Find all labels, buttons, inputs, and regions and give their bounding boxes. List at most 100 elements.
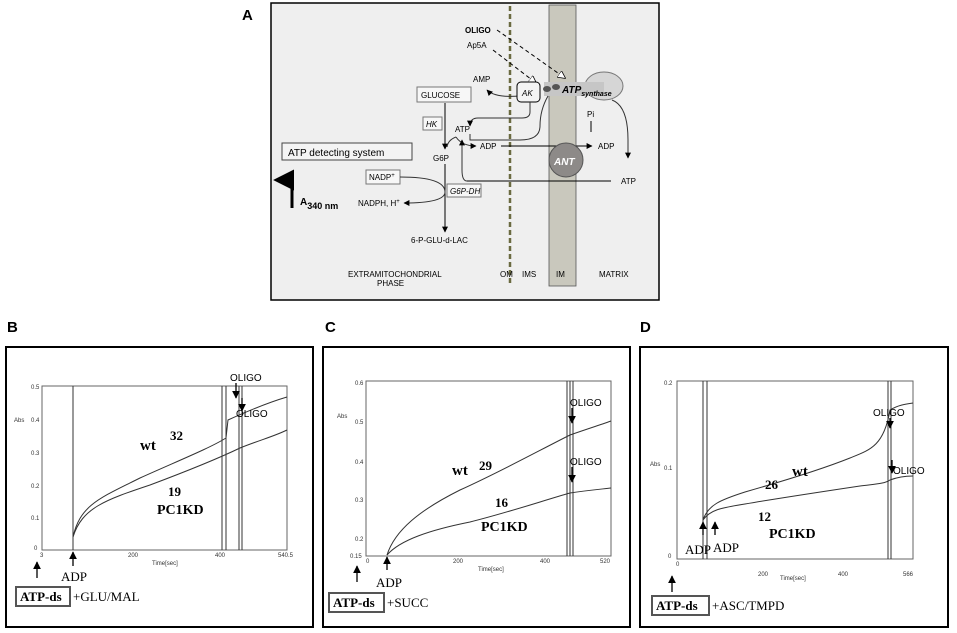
panel-c-xticks: 0 200 400 520 [366, 559, 611, 565]
panel-c-kd-label: PC1KD [481, 520, 528, 535]
panel-b-xtick-2: 400 [215, 553, 226, 559]
panel-d-xlabel: Time[sec] [780, 576, 806, 582]
panel-b-yticks: 0.5 0.4 0.3 0.2 0.1 0 [31, 385, 40, 552]
pi-label: Pi [587, 110, 594, 119]
panel-b-adp-label: ADP [61, 569, 87, 584]
panel-b-oligo-1: OLIGO [230, 373, 262, 384]
im-label: IM [556, 270, 565, 279]
product-label: 6-P-GLU-d-LAC [411, 236, 468, 245]
atp-export-arrow [459, 139, 468, 182]
matrix-label: MATRIX [599, 270, 629, 279]
panel-c-xtick-1: 200 [453, 559, 464, 565]
ak-atp-path [467, 102, 531, 127]
amp-arrow [486, 89, 521, 97]
panel-b-wt-label: wt [140, 438, 156, 454]
panel-d-adp-2-label: ADP [713, 540, 739, 555]
glucose-box [416, 86, 472, 103]
panel-c-substrate: +SUCC [387, 595, 428, 610]
panel-d-frame [639, 346, 949, 628]
panel-b-kd-curve [72, 429, 288, 538]
panel-c-ytick-0: 0.6 [355, 381, 364, 387]
atp-left-curve [446, 136, 457, 148]
panel-c-plot-area [365, 380, 612, 557]
panel-c-wt-rate: 29 [479, 458, 493, 473]
atp-detecting-box [281, 142, 413, 161]
g6pdh-box [446, 183, 482, 198]
panel-d-xticks: 0 200 400 566 [676, 562, 914, 578]
panel-d-wt-curve [702, 402, 914, 521]
panel-c-oligo-2: OLIGO [570, 457, 602, 468]
nadp-reduction-arrow [399, 176, 446, 206]
ant-circle [548, 142, 584, 178]
panel-b-wt-rate: 32 [170, 428, 183, 443]
hk-label: HK [426, 120, 438, 129]
panel-d-kd-rate: 12 [758, 509, 771, 524]
amp-label: AMP [473, 75, 490, 84]
panel-d-kd-label: PC1KD [769, 527, 816, 542]
adp-right-label: ADP [598, 142, 614, 151]
panel-d-ylabel: Abs [650, 462, 660, 468]
oligo-label: OLIGO [465, 26, 491, 35]
panel-c-atpds-label: ATP-ds [333, 595, 375, 610]
panel-d-atpds-box [651, 595, 710, 616]
panel-c-ytick-2: 0.4 [355, 460, 364, 466]
panel-b-ytick-3: 0.2 [31, 484, 40, 490]
panel-d-xtick-2: 400 [838, 572, 849, 578]
panel-d-ytick-2: 0 [668, 554, 672, 560]
panel-d-substrate: +ASC/TMPD [712, 598, 784, 613]
panel-b-xtick-3: 540.5 [278, 553, 294, 559]
panel-c-xtick-3: 520 [600, 559, 611, 565]
panel-d-atpds-label: ATP-ds [656, 598, 698, 613]
glucose-label: GLUCOSE [421, 91, 460, 100]
panel-b-ytick-1: 0.4 [31, 418, 40, 424]
panel-c-ytick-3: 0.3 [355, 498, 364, 504]
ak-box [516, 81, 541, 103]
panel-c-atpds-box [328, 592, 385, 613]
panel-d-ytick-0: 0.2 [664, 381, 673, 387]
panel-d-xtick-0: 0 [676, 562, 680, 568]
panel-d-xtick-1: 200 [758, 572, 769, 578]
ap5a-label: Ap5A [467, 41, 487, 50]
panel-c-kd-curve [386, 487, 612, 556]
phase-label-2: PHASE [377, 279, 404, 288]
ak-label: AK [521, 89, 533, 98]
panel-b-kd-rate: 19 [168, 484, 182, 499]
panel-c-frame [322, 346, 631, 628]
g6p-label: G6P [433, 154, 449, 163]
panel-b-xtick-0: 3 [40, 553, 44, 559]
panel-d-adp-1-label: ADP [685, 542, 711, 557]
panel-b-substrate: +GLU/MAL [73, 589, 140, 604]
panel-c-xtick-2: 400 [540, 559, 551, 565]
panel-c-wt-label: wt [452, 463, 468, 479]
panel-b-ylabel: Abs [14, 418, 24, 424]
panel-d-oligo-1: OLIGO [873, 408, 905, 419]
panel-b-ytick-4: 0.1 [31, 516, 40, 522]
panel-b-oligo-2: OLIGO [236, 409, 268, 420]
a340-label: A340 nm [300, 197, 338, 211]
synthase-matrix-arrow [611, 99, 631, 159]
adp-left-label: ADP [480, 142, 496, 151]
panel-c-kd-rate: 16 [495, 495, 509, 510]
atp-left-label: ATP [455, 125, 470, 134]
panel-a: A OLIGO Ap5A AMP AK ATPsynthase GLUCOSE … [242, 2, 660, 301]
panel-c-ytick-4: 0.2 [355, 537, 364, 543]
panel-c-letter: C [325, 319, 336, 336]
panel-d-wt-rate: 26 [765, 477, 779, 492]
ims-label: IMS [522, 270, 536, 279]
panel-d: D Abs 0.2 0.1 0 0 200 400 566 Time[sec] … [639, 319, 949, 628]
nadph-label: NADPH, H+ [358, 199, 400, 208]
panel-d-xtick-3: 566 [903, 572, 914, 578]
atp-detecting-label: ATP detecting system [288, 148, 384, 159]
panel-c-ytick-5: 0.15 [350, 554, 362, 560]
ak-dot-2 [552, 84, 560, 90]
panel-c-xtick-0: 0 [366, 559, 370, 565]
panel-b-xticks: 3 200 400 540.5 [40, 553, 294, 559]
panel-c-wt-curve [386, 420, 612, 556]
panel-d-kd-curve [702, 475, 914, 521]
panel-c-ytick-1: 0.5 [355, 420, 364, 426]
g6pdh-label: G6P-DH [450, 187, 480, 196]
panel-b-xlabel: Time[sec] [152, 561, 178, 567]
panel-c-adp-label: ADP [376, 575, 402, 590]
panel-b-atpds-label: ATP-ds [20, 589, 62, 604]
panel-c-oligo-1: OLIGO [570, 398, 602, 409]
